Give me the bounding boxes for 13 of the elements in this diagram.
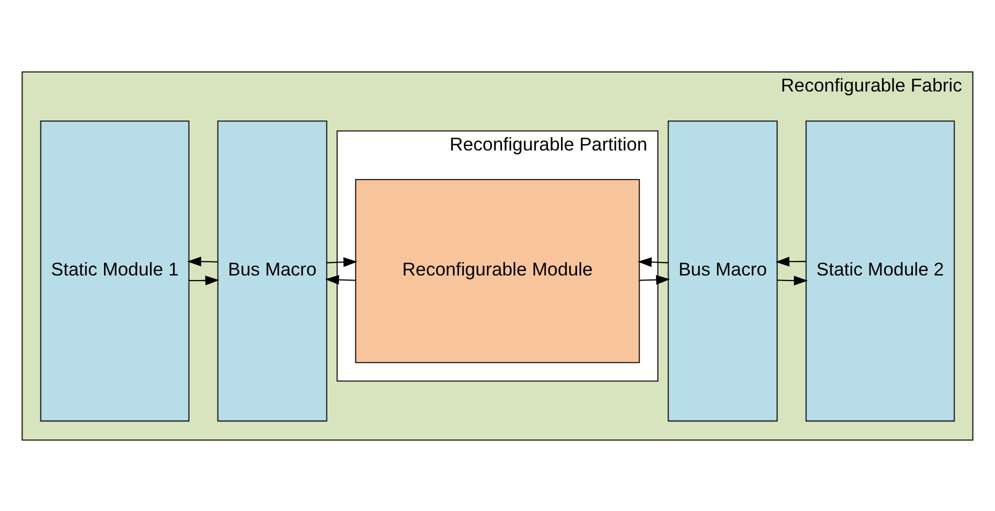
arrow — [640, 274, 670, 284]
node-box: Bus Macro — [668, 120, 778, 422]
arrow — [777, 275, 808, 285]
arrow — [187, 256, 218, 266]
arrow — [326, 256, 358, 266]
arrow — [325, 274, 356, 284]
node-box: Static Module 1 — [40, 120, 190, 422]
node-box: Bus Macro — [217, 120, 328, 422]
arrow — [189, 275, 220, 285]
arrow — [776, 256, 806, 266]
node-box: Reconfigurable Module — [355, 178, 640, 363]
arrow — [638, 256, 668, 266]
node-box: Static Module 2 — [806, 120, 955, 422]
